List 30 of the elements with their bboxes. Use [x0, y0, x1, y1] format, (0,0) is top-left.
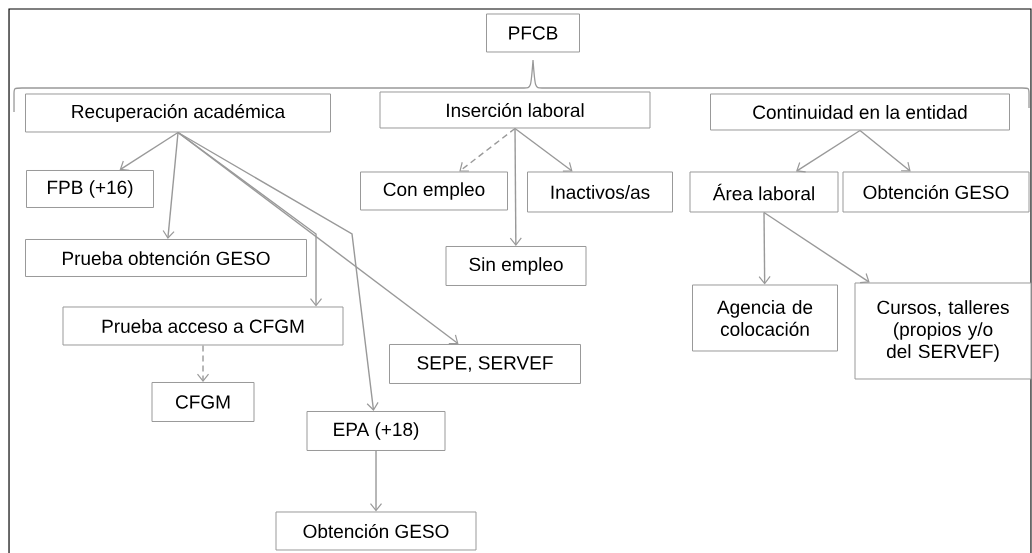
text-box: Prueba obtención GESO — [25, 239, 307, 277]
arrow — [509, 127, 522, 246]
text-box: EPA (+18) — [306, 411, 446, 451]
arrow — [196, 344, 210, 382]
text-box: FPB (+16) — [26, 170, 154, 208]
arrow — [119, 131, 179, 171]
arrow — [763, 211, 870, 284]
arrow — [369, 450, 383, 512]
text-box: Prueba acceso a CFGM — [62, 306, 344, 346]
text-box: PFCB — [486, 13, 580, 53]
text-box: Inactivos/as — [527, 171, 673, 213]
text-box: Obtención GESO — [275, 511, 477, 551]
arrow — [758, 211, 771, 285]
arrow — [514, 127, 573, 172]
text-box: Área laboral — [689, 171, 839, 213]
arrow — [859, 129, 911, 172]
arrow — [162, 131, 179, 239]
text-box: Recuperación académica — [25, 93, 331, 133]
text-box: Continuidad en la entidad — [710, 93, 1010, 131]
text-box: Cursos, talleres (propios y/o del SERVEF) — [854, 282, 1032, 380]
text-box: Agencia de colocación — [692, 284, 838, 352]
text-box: Inserción laboral — [379, 91, 651, 129]
text-box: Sin empleo — [445, 246, 587, 286]
text-box: Con empleo — [360, 171, 508, 211]
arrow — [459, 127, 516, 172]
arrow — [177, 131, 459, 345]
arrow — [796, 129, 861, 173]
text-box: Obtención GESO — [842, 171, 1030, 213]
text-box: SEPE, SERVEF — [389, 344, 581, 384]
text-box: CFGM — [151, 382, 255, 422]
